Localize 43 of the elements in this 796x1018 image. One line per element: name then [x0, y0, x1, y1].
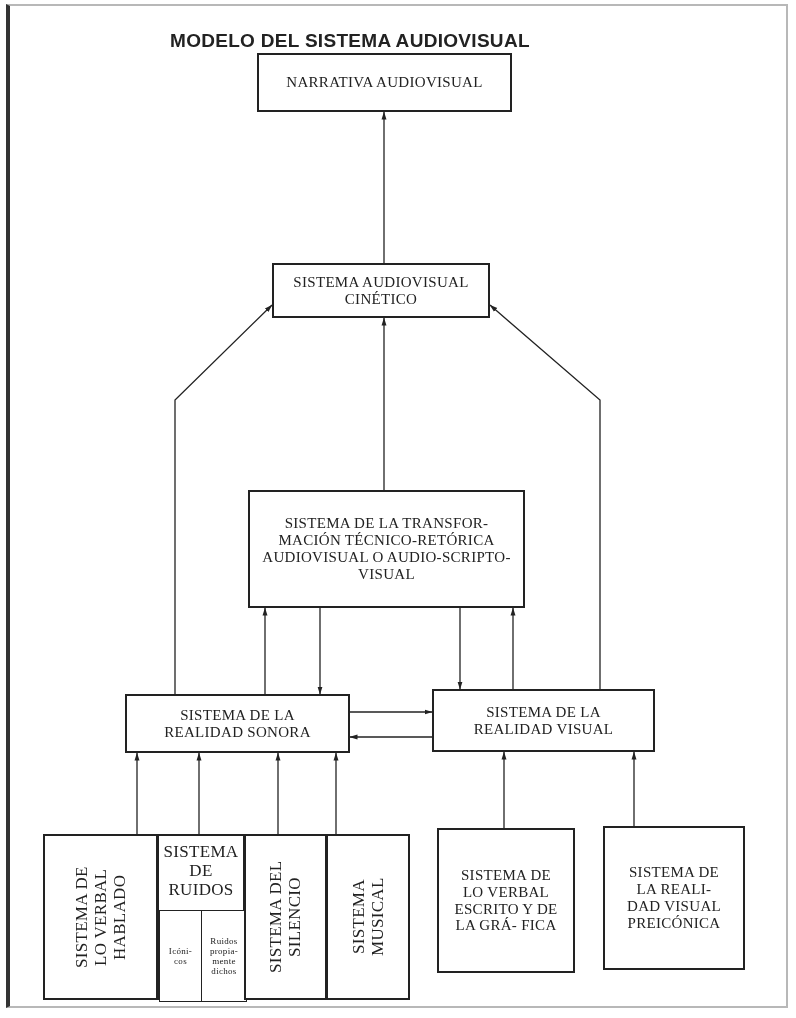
sub-box: [201, 910, 247, 1002]
system-box: [432, 689, 655, 752]
arrow: [510, 607, 516, 690]
arrow: [333, 752, 339, 835]
arrow: [501, 751, 507, 829]
arrow: [317, 607, 323, 695]
system-box: [43, 834, 158, 1000]
diagram-title: MODELO DEL SISTEMA AUDIOVISUAL: [170, 30, 530, 52]
arrow: [457, 607, 463, 690]
system-box: [257, 53, 512, 112]
system-box: [272, 263, 490, 318]
arrow: [631, 751, 637, 827]
box-label: Ruidos propia- mente dichos: [208, 935, 240, 977]
system-box: [244, 834, 327, 1000]
box-label: SISTEMA DEL SILENCIO: [266, 859, 305, 976]
system-box: [125, 694, 350, 753]
arrow: [262, 607, 268, 695]
system-box: [603, 826, 745, 970]
box-label: SISTEMA DE LA REALI- DAD VISUAL PREICÓNICA: [626, 864, 722, 932]
box-label: SISTEMA DE LO VERBAL HABLADO: [71, 865, 130, 970]
arrow: [349, 734, 433, 740]
arrow: [174, 304, 273, 695]
arrow: [275, 752, 281, 835]
system-box: [326, 834, 410, 1000]
arrow: [196, 752, 202, 835]
box-label: SISTEMA MUSICAL: [348, 876, 388, 959]
box-label: SISTEMA DE LA REALIDAD VISUAL: [472, 703, 615, 738]
box-label: Icóni- cos: [167, 945, 194, 967]
box-label: SISTEMA DE LA REALIDAD SONORA: [163, 706, 312, 741]
box-label: SISTEMA DE LA TRANSFOR- MACIÓN TÉCNICO-RETÓRICA AUDIOVISUAL O AUDIO-SCRIPTO-VISUAL: [261, 515, 512, 583]
box-label: SISTEMA AUDIOVISUAL CINÉTICO: [292, 273, 470, 308]
arrow: [381, 317, 387, 491]
arrow: [489, 304, 601, 690]
sub-box: [159, 910, 202, 1002]
system-box: [157, 834, 245, 1000]
system-box: [437, 828, 575, 973]
arrow: [381, 111, 387, 264]
box-label: SISTEMA DE LO VERBAL ESCRITO Y DE LA GRÁ- FICA: [453, 866, 559, 935]
box-label: NARRATIVA AUDIOVISUAL: [286, 74, 483, 91]
arrow: [349, 709, 433, 715]
system-box: [248, 490, 525, 608]
arrow: [134, 752, 140, 835]
box-label: SISTEMA DE RUIDOS: [162, 842, 240, 900]
